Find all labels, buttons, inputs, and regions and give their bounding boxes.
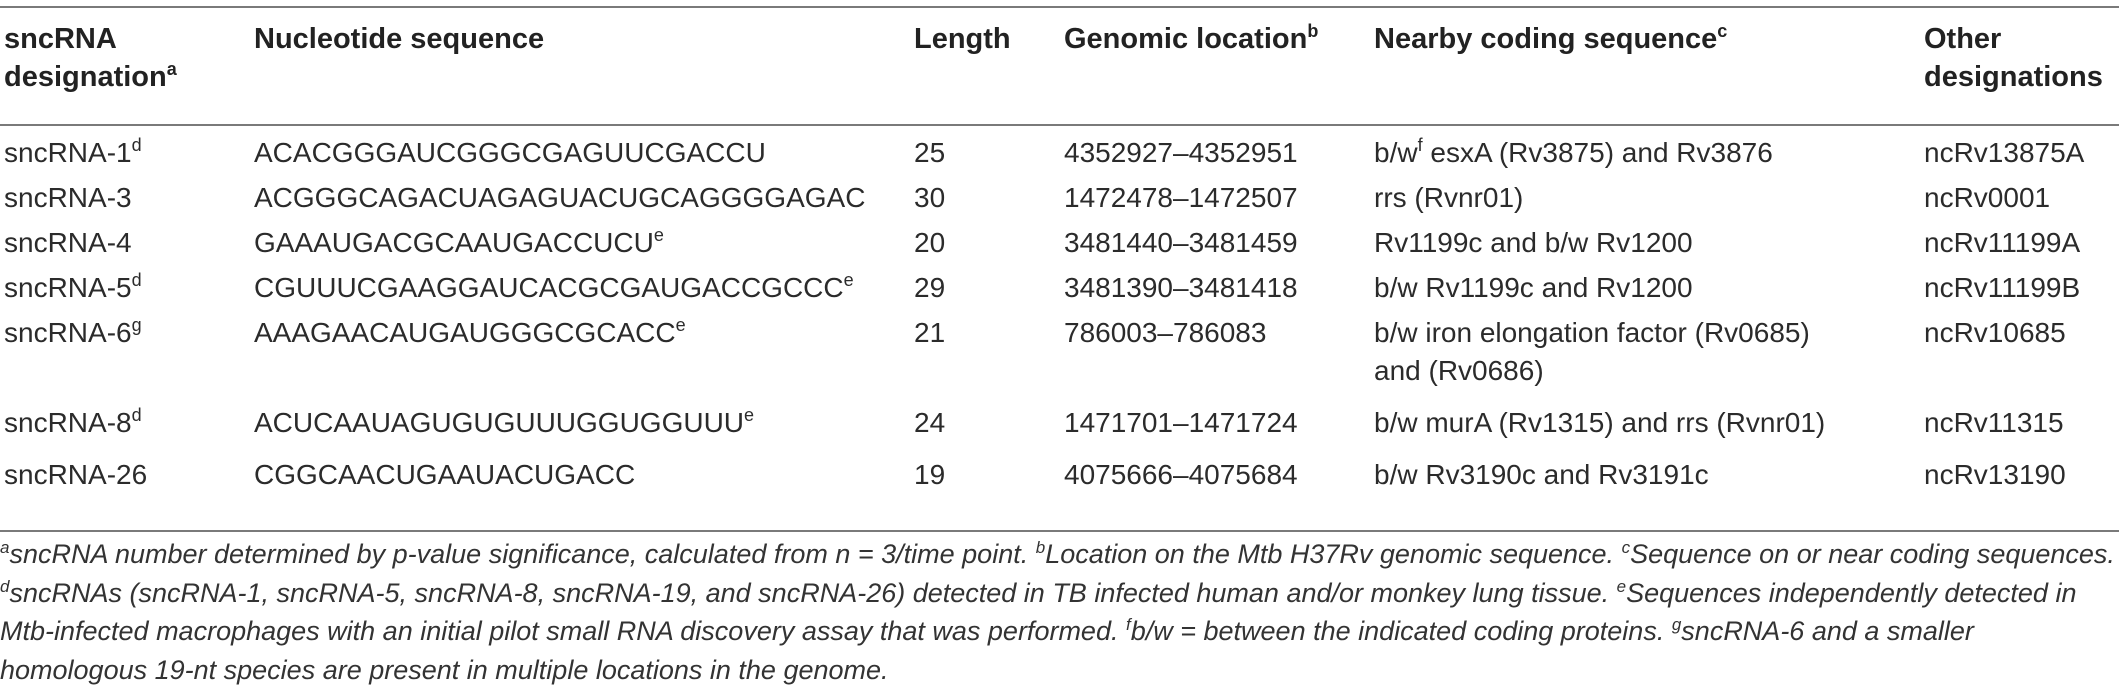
cell-coding: Rv1199c and b/w Rv1200 (1374, 227, 1693, 258)
cell-other: ncRv10685 (1924, 317, 2066, 348)
footnote-mark: a (0, 538, 10, 557)
footnote-mark: e (1616, 576, 1627, 596)
header-footnote-mark: a (166, 59, 177, 79)
cell-other: ncRv13190 (1924, 459, 2066, 490)
cell-designation: sncRNA-5d (4, 270, 142, 303)
cell-coding: b/wf esxA (Rv3875) and Rv3876 (1374, 135, 1773, 168)
cell-coding: b/w murA (Rv1315) and rrs (Rvnr01) (1374, 407, 1826, 438)
header-label: Genomic location (1064, 23, 1308, 55)
cell-sequence: AAAGAACAUGAUGGGCGCACCe (254, 315, 686, 348)
cell-length: 30 (914, 182, 946, 213)
top-rule (0, 6, 2119, 8)
cell-sequence: GAAAUGACGCAAUGACCUCUe (254, 225, 664, 258)
footnote-text: b/w = between the indicated coding prote… (1130, 616, 1672, 646)
cell-length: 19 (914, 459, 946, 490)
cell-designation: sncRNA-26 (4, 459, 148, 490)
header-label-line2: designations (1924, 61, 2103, 93)
header-genomic-location: Genomic locationb (1064, 20, 1318, 58)
header-footnote-mark: c (1717, 21, 1728, 41)
header-label: Other (1924, 23, 2002, 55)
cell-coding: b/w iron elongation factor (Rv0685)and (… (1374, 317, 1810, 386)
cell-location: 3481440–3481459 (1064, 227, 1298, 258)
cell-sequence: CGUUUCGAAGGAUCACGCGAUGACCGCCCe (254, 270, 854, 303)
cell-designation: sncRNA-6g (4, 315, 142, 348)
cell-coding: b/w Rv3190c and Rv3191c (1374, 459, 1709, 490)
footnote-text: Location on the Mtb H37Rv genomic sequen… (1045, 539, 1622, 569)
header-sncrna-designation: sncRNA designationa (4, 20, 177, 96)
header-label: Nucleotide sequence (254, 23, 545, 55)
table-footnotes: asncRNA number determined by p-value sig… (0, 535, 2119, 689)
bottom-rule (0, 530, 2119, 532)
header-length: Length (914, 20, 1011, 58)
cell-sequence: ACGGGCAGACUAGAGUACUGCAGGGGAGAC (254, 182, 866, 213)
cell-other: ncRv0001 (1924, 182, 2051, 213)
cell-other: ncRv11315 (1924, 407, 2064, 438)
cell-sequence: ACUCAAUAGUGUGUUUGGUGGUUUe (254, 405, 755, 438)
footnote-mark: b (1035, 538, 1046, 557)
footnote-mark: g (1671, 615, 1682, 634)
cell-sequence: CGGCAACUGAAUACUGACC (254, 459, 636, 490)
header-label: sncRNA (4, 23, 117, 55)
cell-length: 20 (914, 227, 946, 258)
cell-designation: sncRNA-8d (4, 405, 142, 438)
cell-location: 1472478–1472507 (1064, 182, 1298, 213)
cell-coding: b/w Rv1199c and Rv1200 (1374, 272, 1693, 303)
header-footnote-mark: b (1307, 21, 1319, 41)
header-label-line2: designation (4, 61, 167, 93)
footnote-mark: f (1125, 615, 1131, 634)
cell-designation: sncRNA-3 (4, 182, 132, 213)
cell-length: 25 (914, 137, 946, 168)
cell-location: 4075666–4075684 (1064, 459, 1298, 490)
cell-location: 786003–786083 (1064, 317, 1267, 348)
footnote-text: sncRNA number determined by p-value sign… (9, 539, 1036, 569)
cell-designation: sncRNA-1d (4, 135, 142, 168)
header-rule (0, 124, 2119, 126)
footnote-text: Sequence on or near coding sequences. (1630, 539, 2115, 569)
footnote-text: sncRNAs (sncRNA-1, sncRNA-5, sncRNA-8, s… (9, 577, 1617, 608)
header-label: Length (914, 23, 1011, 55)
cell-length: 24 (914, 407, 946, 438)
header-nucleotide-sequence: Nucleotide sequence (254, 20, 544, 58)
cell-location: 3481390–3481418 (1064, 272, 1298, 303)
cell-sequence: ACACGGGAUCGGGCGAGUUCGACCU (254, 137, 766, 168)
cell-other: ncRv11199B (1924, 272, 2081, 303)
cell-location: 4352927–4352951 (1064, 137, 1298, 168)
header-other-designations: Other designations (1924, 20, 2103, 96)
footnote-mark: d (0, 576, 10, 596)
header-nearby-coding-sequence: Nearby coding sequencec (1374, 20, 1727, 58)
footnote-text: Sequences independently detected in Mtb-… (0, 577, 2077, 647)
cell-other: ncRv11199A (1924, 227, 2081, 258)
cell-location: 1471701–1471724 (1064, 407, 1298, 438)
cell-other: ncRv13875A (1924, 137, 2085, 168)
header-label: Nearby coding sequence (1374, 23, 1718, 55)
cell-coding: rrs (Rvnr01) (1374, 182, 1524, 213)
cell-designation: sncRNA-4 (4, 227, 132, 258)
footnote-mark: c (1621, 538, 1631, 557)
cell-length: 29 (914, 272, 946, 303)
cell-length: 21 (914, 317, 946, 348)
